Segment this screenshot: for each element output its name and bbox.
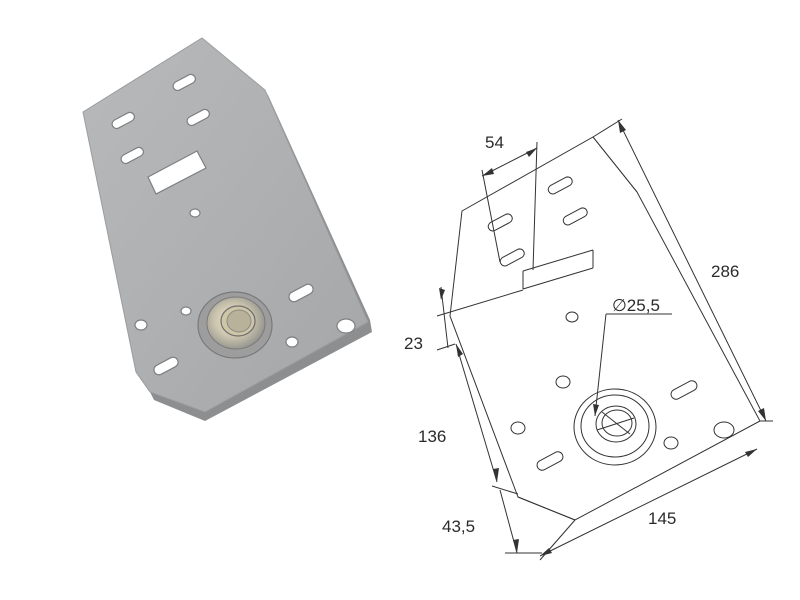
plate-holes — [134, 208, 356, 348]
plate-slots — [111, 73, 314, 376]
plate-render — [82, 37, 372, 421]
drawing-holes — [510, 311, 735, 450]
dim-label-145: 145 — [648, 509, 676, 528]
dim-label-286: 286 — [711, 262, 739, 281]
plate-window — [147, 150, 207, 195]
dim-145-lines — [539, 448, 758, 561]
plate-face — [82, 37, 369, 413]
drawing-bushing — [573, 388, 657, 466]
dim-diameter-lines — [593, 313, 672, 417]
dim-label-23: 23 — [404, 334, 423, 353]
dim-43-5-lines — [499, 489, 542, 554]
dim-label-136: 136 — [418, 427, 446, 446]
technical-drawing — [436, 118, 773, 561]
dim-286-lines — [592, 118, 773, 422]
drawing-slots — [487, 176, 698, 471]
plate-bushing — [197, 291, 273, 359]
plate-outline — [449, 136, 761, 521]
dim-label-diameter: ∅25,5 — [612, 296, 660, 315]
dim-label-54: 54 — [485, 133, 504, 152]
dim-136-lines — [455, 343, 519, 495]
dim-label-43-5: 43,5 — [442, 517, 475, 536]
dim-54-lines — [481, 141, 538, 271]
dim-23-lines — [436, 286, 524, 351]
